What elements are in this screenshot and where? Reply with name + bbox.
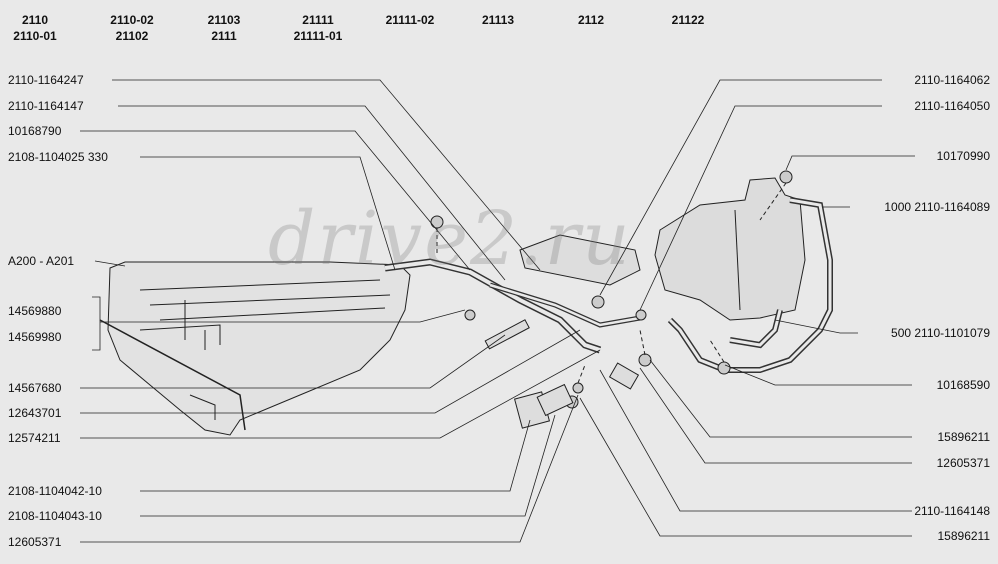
tank-strap (99, 319, 246, 431)
part-label-left: 14569880 (8, 304, 62, 318)
model-top: 2112 (577, 13, 605, 27)
model-bottom: 2110-01 (13, 29, 57, 43)
separator-tank (654, 177, 806, 321)
part-label-left: 14567680 (8, 381, 62, 395)
model-col-8: 21122 (660, 12, 716, 28)
clamp-7 (638, 353, 652, 367)
part-label-left: 2108-1104042-10 (8, 484, 102, 498)
model-top: 21122 (671, 13, 705, 27)
clamp-5 (572, 382, 584, 394)
model-top: 21111 (302, 13, 334, 27)
clamp-4 (591, 295, 605, 309)
part-label-right: 2110-1164062 (914, 73, 990, 87)
part-label-left: 10168790 (8, 124, 62, 138)
model-bottom: 21102 (115, 29, 149, 43)
model-top: 2110 (21, 13, 49, 27)
part-label-right: 1000 2110-1164089 (884, 200, 990, 214)
model-bottom: 21111-01 (293, 29, 343, 43)
part-label-right: 12605371 (936, 456, 990, 470)
model-col-6: 21113 (470, 12, 526, 28)
part-label-right: 10170990 (936, 149, 990, 163)
part-label-left: A200 - A201 (8, 254, 75, 268)
part-label-left: 2108-1104025 330 (8, 150, 108, 164)
clip (608, 362, 640, 390)
model-col-4: 21111 21111-01 (282, 12, 354, 44)
part-label-left: 12605371 (8, 535, 62, 549)
bracket (519, 234, 641, 286)
clamp-8 (635, 309, 647, 321)
part-label-left: 2110-1164247 (8, 73, 84, 87)
part-label-right: 500 2110-1101079 (891, 326, 990, 340)
model-top: 21111-02 (385, 13, 435, 27)
part-label-right: 10168590 (936, 378, 990, 392)
model-col-7: 2112 (566, 12, 616, 28)
part-label-left: 2110-1164147 (8, 99, 84, 113)
part-label-left: 12643701 (8, 406, 62, 420)
model-top: 21103 (207, 13, 241, 27)
part-label-right: 15896211 (937, 430, 991, 444)
part-label-left: 2108-1104043-10 (8, 509, 102, 523)
clamp-9 (464, 309, 476, 321)
fuel-tank (107, 261, 411, 436)
model-top: 21113 (481, 13, 515, 27)
model-col-3: 21103 2111 (196, 12, 252, 44)
model-bottom: 2111 (211, 29, 237, 43)
part-label-right: 2110-1164148 (914, 504, 990, 518)
model-col-2: 2110-02 21102 (100, 12, 164, 44)
model-col-5: 21111-02 (374, 12, 446, 28)
model-top: 2110-02 (110, 13, 154, 27)
part-label-right: 15896211 (937, 529, 991, 543)
part-label-right: 2110-1164050 (914, 99, 990, 113)
watermark: drive2.ru (268, 196, 632, 282)
holder-2108 (536, 383, 574, 417)
part-label-left: 14569980 (8, 330, 62, 344)
clamp-3 (717, 361, 731, 375)
clamp-2 (779, 170, 793, 184)
part-label-left: 12574211 (8, 431, 61, 445)
model-col-1: 2110 2110-01 (6, 12, 64, 44)
